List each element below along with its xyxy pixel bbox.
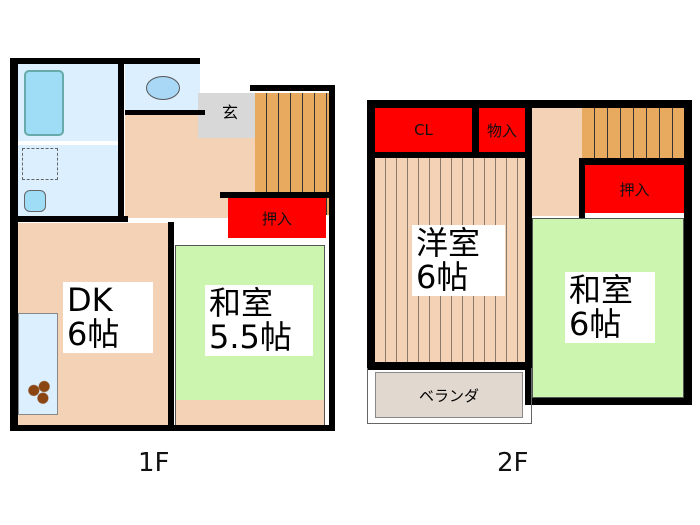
washitsu-2f-size: 6帖 — [569, 304, 622, 343]
washitsu-2f-name: 和室 — [569, 271, 634, 309]
bathtub-icon — [24, 70, 64, 136]
floor-label-1f: 1F — [138, 448, 170, 478]
floor-plan-2f: CL 物入 洋室 6帖 押入 和室 6帖 ベランダ — [367, 100, 692, 430]
tokonoma-flooring — [176, 400, 324, 425]
entrance — [198, 93, 258, 138]
veranda-label: ベランダ — [418, 386, 479, 405]
closet-cl: CL — [375, 108, 472, 152]
stairs-2f — [582, 108, 684, 160]
floor-plan-1f: 玄 押入 DK 6帖 和室 5.5帖 — [10, 30, 335, 435]
stove-icon — [26, 380, 52, 406]
hallway-2f — [532, 108, 582, 216]
yoshitsu-size: 6帖 — [416, 257, 469, 296]
dk-size: 6帖 — [67, 314, 120, 353]
washing-machine-icon — [22, 148, 58, 180]
dk-name: DK — [67, 281, 113, 319]
oshiire-2f: 押入 — [585, 165, 684, 213]
veranda: ベランダ — [375, 372, 523, 418]
washitsu-1f-size: 5.5帖 — [209, 317, 292, 356]
yoshitsu-name: 洋室 — [416, 224, 481, 262]
entrance-label: 玄 — [222, 103, 239, 122]
washitsu-1f-label: 和室 5.5帖 — [205, 284, 313, 357]
toilet-icon — [146, 76, 180, 100]
washitsu-1f-name: 和室 — [209, 284, 274, 322]
sink-icon — [24, 190, 46, 212]
floor-label-2f: 2F — [497, 448, 529, 478]
oshiire-1f: 押入 — [228, 198, 326, 238]
washitsu-2f-label: 和室 6帖 — [565, 271, 655, 344]
monoire: 物入 — [479, 108, 525, 152]
yoshitsu-label: 洋室 6帖 — [412, 224, 505, 297]
dk-label: DK 6帖 — [63, 281, 153, 354]
